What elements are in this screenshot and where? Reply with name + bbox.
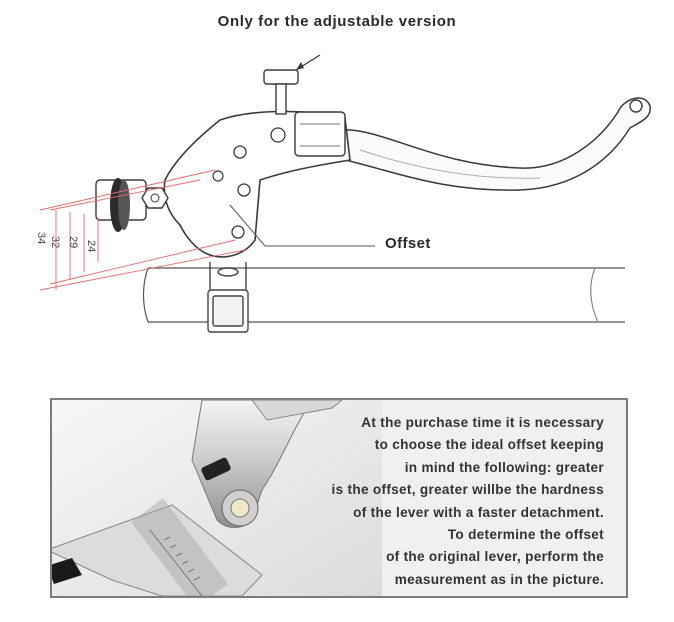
lever-diagram: 34 32 29 24 <box>35 54 651 333</box>
dimension-24: 24 <box>85 240 97 252</box>
adjuster-knob <box>263 69 299 115</box>
info-text: At the purchase time it is necessary to … <box>284 412 604 591</box>
info-line: At the purchase time it is necessary <box>361 415 604 430</box>
offset-label: Offset <box>385 235 431 252</box>
info-line: is the offset, greater willbe the hardne… <box>331 482 604 498</box>
clamp <box>207 262 249 333</box>
dimension-32: 32 <box>49 236 61 248</box>
dimension-29: 29 <box>67 236 79 248</box>
info-line: to choose the ideal offset keeping <box>374 437 604 453</box>
info-box: At the purchase time it is necessary to … <box>50 398 628 598</box>
info-line: To determine the offset <box>447 527 604 543</box>
adjuster-wheel <box>95 178 169 232</box>
lever-blade <box>333 97 651 191</box>
info-line: of the original lever, perform the <box>386 549 604 565</box>
lever-tip-hole <box>629 99 643 113</box>
dimension-34: 34 <box>35 232 47 244</box>
info-line: measurement as in the picture. <box>394 571 604 587</box>
top-caption: Only for the adjustable version <box>217 13 457 30</box>
dimension-lines <box>39 169 246 291</box>
info-line: in mind the following: greater <box>404 459 604 475</box>
pivot-block <box>294 111 346 157</box>
info-line: of the lever with a faster detachment. <box>353 504 604 520</box>
offset-pointer <box>229 204 375 247</box>
caliper-photo <box>52 400 382 596</box>
